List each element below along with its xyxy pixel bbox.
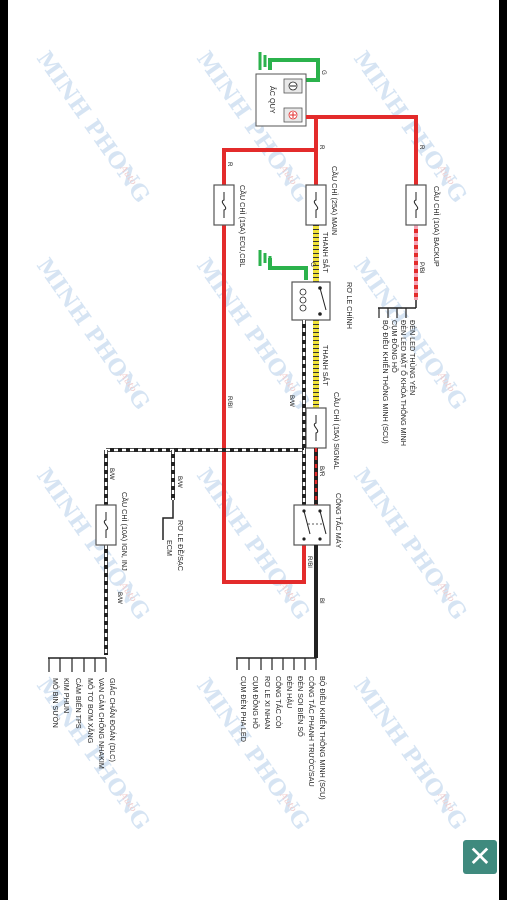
busbar: THANH SẮT THANH SẮT (313, 225, 330, 408)
busbar-label: THANH SẮT (321, 232, 330, 273)
ignition-load-label: CÔNG TẮC CÒI (274, 676, 283, 729)
charge-relay-branch: RƠ LE ĐỀ/SẠC ECM (162, 500, 186, 571)
fuse-backup: CẦU CHÌ (10A) BACKUP (405, 184, 442, 267)
wire-code-r: R (418, 145, 425, 150)
ignition-load-label: ĐÈN SOI BIỂN SỐ (296, 676, 306, 737)
fuse-signal-label: CẦU CHÌ (15A) SIGNAL (332, 392, 342, 469)
watermark-text: MINH PHONG (348, 47, 472, 208)
wire-code-g: G (309, 262, 316, 267)
wire-code-bw: B/W (108, 468, 115, 480)
close-icon: ✕ (468, 840, 492, 873)
diagram-page: MINH PHONG Auto MINH PHONG Auto MINH PHO… (8, 0, 499, 900)
ignition-load-branch: Bl BỘ ĐIỀU KHIỂN THÔNG MINH (SCU) CÔNG T… (236, 545, 328, 800)
watermark-text: MINH PHONG (348, 674, 472, 835)
ign-inj-load-label: KIM PHUN (62, 678, 71, 713)
fuse-ign-inj: CẦU CHÌ (10A) IGN, INJ (95, 492, 130, 571)
ign-inj-load-label: GIẮC CHẨN ĐOÁN (DLC) (108, 678, 117, 762)
battery-ground: G (258, 52, 327, 82)
fuse-backup-label: CẦU CHÌ (10A) BACKUP (432, 186, 442, 267)
wire-code-r: R (226, 162, 233, 167)
watermark-text: MINH PHONG (191, 47, 315, 208)
close-button[interactable]: ✕ (463, 840, 497, 874)
charge-relay-label: RƠ LE ĐỀ/SẠC (176, 520, 186, 571)
wiring-diagram: MINH PHONG Auto MINH PHONG Auto MINH PHO… (31, 47, 472, 835)
backup-branch: P/Bl ĐÈN LED THÙNG YÊN ĐÈN LED MẶT Ổ KHÓ… (378, 225, 425, 446)
ignition-load-label: BỘ ĐIỀU KHIỂN THÔNG MINH (SCU) (318, 676, 328, 800)
ign-inj-load-label: CẢM BIẾN TPS (74, 678, 84, 729)
battery-label: ẮC QUY (268, 86, 277, 114)
ignition-load-label: ĐÈN HẬU (285, 676, 294, 708)
battery: ẮC QUY (255, 73, 307, 127)
bw-wires: B/W B/W B/W B/W (104, 320, 306, 655)
wire-code-rbl: R/Bl (306, 556, 313, 568)
wire-code-bw: B/W (176, 476, 183, 488)
fuse-ecu-cbl-label: CẦU CHÌ (15A) ECU,CBL (238, 185, 248, 267)
backup-load-label: BỘ ĐIỀU KHIỂN THÔNG MINH (SCU) (381, 320, 391, 444)
ignition-load-label: CỤM ĐÈN PHA LED (239, 676, 248, 742)
fuse-ecu-cbl: CẦU CHÌ (15A) ECU,CBL (213, 184, 248, 267)
watermark-text: MINH PHONG (31, 464, 155, 625)
fuse-main: CẦU CHÌ (25A) MAIN (305, 166, 340, 235)
wire-code-bl: Bl (318, 598, 325, 604)
ign-inj-load-label: MÔ TƠ BƠM XĂNG (86, 678, 95, 744)
watermark-text: MINH PHONG (191, 254, 315, 415)
ecm-label: ECM (165, 540, 174, 556)
wire-code-pbl: P/Bl (418, 262, 425, 273)
power-wires: R R R R/Bl R/Bl (222, 115, 425, 584)
ign-inj-load-branch: GIẮC CHẨN ĐOÁN (DLC) VAN CẢM CHỐNG NHAKI… (48, 657, 117, 769)
watermark-text: MINH PHONG (31, 254, 155, 415)
fuse-main-label: CẦU CHÌ (25A) MAIN (330, 166, 340, 235)
watermark-text: MINH PHONG (31, 47, 155, 208)
ignition-load-label: CÔNG TẮC PHANH TRƯỚC/SAU (307, 676, 316, 787)
fuse-signal: CẦU CHÌ (15A) SIGNAL (305, 392, 342, 469)
wire-code-r: R (318, 145, 325, 150)
wire-code-bw: B/W (288, 395, 295, 407)
wire-code-br: B/R (318, 466, 325, 477)
ignition-load-label: CỤM ĐỒNG HỒ (251, 676, 261, 729)
backup-load-label: CỤM ĐỒNG HỒ (390, 320, 400, 373)
wire-code-g: G (320, 70, 327, 75)
main-relay: G RƠ LE CHÍNH (258, 250, 354, 329)
backup-load-label: ĐÈN LED MẶT Ổ KHÓA THÔNG MINH (399, 320, 408, 446)
busbar-label: THANH SẮT (321, 345, 330, 386)
ignition-switch: CÔNG TẮC MÁY (293, 493, 343, 549)
ign-inj-load-label: VAN CẢM CHỐNG NHAKIM (97, 678, 107, 769)
ign-inj-load-label: MÔ BIN SƯỜN (51, 678, 60, 728)
ignition-load-label: RƠ LE XI NHAN (263, 676, 272, 729)
ignition-switch-label: CÔNG TẮC MÁY (334, 493, 343, 549)
backup-load-label: ĐÈN LED THÙNG YÊN (408, 320, 417, 395)
wire-code-bw: B/W (116, 592, 123, 604)
watermark-text: MINH PHONG (348, 464, 472, 625)
fuse-ign-inj-label: CẦU CHÌ (10A) IGN, INJ (120, 492, 130, 571)
wire-code-rbl: R/Bl (226, 396, 233, 408)
main-relay-label: RƠ LE CHÍNH (345, 282, 354, 329)
br-wire: B/R (314, 448, 325, 505)
